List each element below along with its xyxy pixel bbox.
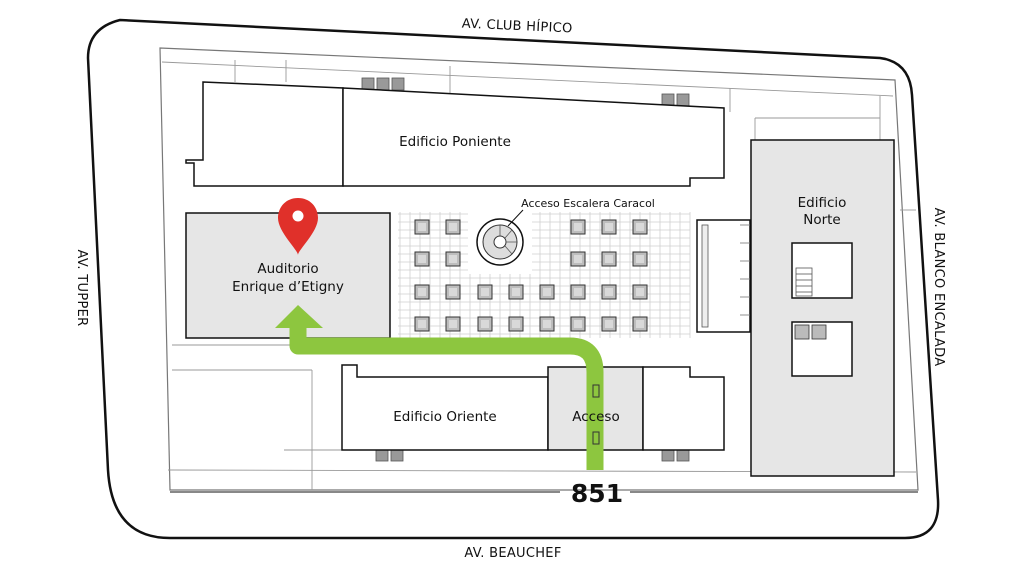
building-norte[interactable]: Edificio Norte bbox=[750, 139, 895, 477]
map-pin-icon[interactable] bbox=[278, 198, 318, 255]
street-number: 851 bbox=[571, 479, 623, 508]
street-west: AV. TUPPER bbox=[74, 250, 89, 327]
building-oriente[interactable]: Edificio Oriente bbox=[341, 364, 549, 451]
norte-stairs bbox=[795, 267, 813, 297]
building-norte-label-1: Edificio bbox=[798, 195, 847, 211]
auditorio-label-1: Auditorio bbox=[257, 261, 318, 277]
plaza-seating bbox=[398, 212, 691, 338]
walkway-structure bbox=[696, 219, 751, 333]
acceso-label: Acceso bbox=[572, 409, 619, 425]
turnstile-icons bbox=[592, 384, 600, 445]
street-south: AV. BEAUCHEF bbox=[464, 546, 561, 561]
building-oriente-label: Edificio Oriente bbox=[393, 409, 496, 425]
building-norte-label-2: Norte bbox=[803, 212, 841, 228]
escalera-label: Acceso Escalera Caracol bbox=[521, 197, 655, 210]
street-east: AV. BLANCO ENCALADA bbox=[931, 208, 946, 367]
street-north: AV. CLUB HÍPICO bbox=[461, 15, 572, 36]
site-boundary bbox=[159, 47, 919, 491]
spiral-staircase bbox=[476, 209, 524, 266]
building-poniente-label: Edificio Poniente bbox=[399, 134, 511, 150]
auditorio-label-2: Enrique d’Etigny bbox=[232, 279, 344, 295]
route-arrow-icon bbox=[275, 305, 604, 470]
building-poniente[interactable]: Edificio Poniente bbox=[185, 81, 725, 187]
